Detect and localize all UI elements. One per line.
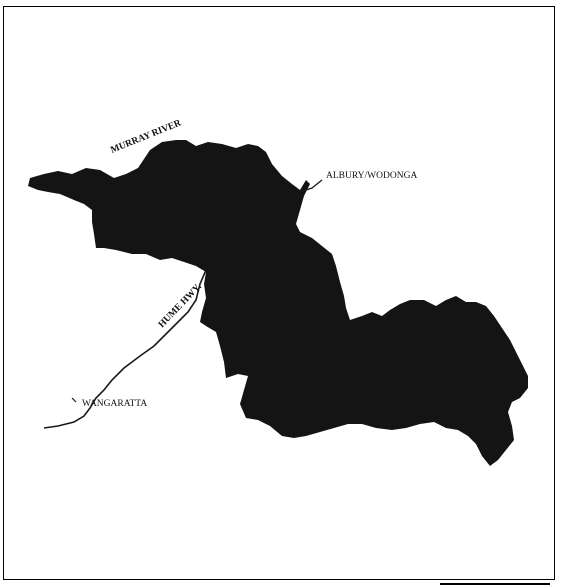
highway-line: [43, 269, 207, 429]
highway-label: HUME HWY.: [157, 282, 204, 330]
frame-bottom-mark: [440, 583, 550, 585]
albury-wodonga-label: ALBURY/WODONGA: [326, 171, 417, 181]
albury-leader-line: [299, 179, 323, 193]
map-frame: [3, 6, 555, 580]
tawonga-label: Tawonga: [298, 221, 332, 231]
wangaratta-tick: [71, 397, 77, 403]
region-shape: [28, 140, 528, 466]
wangaratta-label: WANGARATTA: [82, 399, 147, 409]
